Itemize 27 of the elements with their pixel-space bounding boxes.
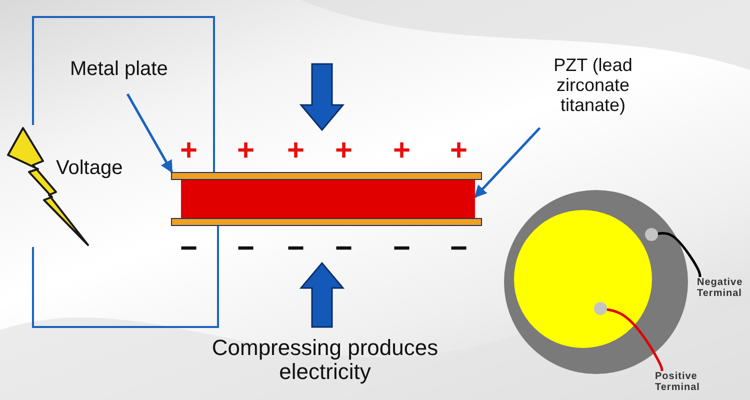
plus-sign: + — [237, 134, 255, 167]
lead-wire — [606, 308, 664, 372]
callout-text: PZT (lead zirconate titanate) — [523, 56, 663, 122]
leader-arrow — [126, 93, 174, 174]
minus-sign: − — [180, 232, 198, 265]
plus-sign: + — [287, 134, 305, 167]
callout-text: Positive Terminal — [655, 371, 705, 397]
metal-plate — [171, 218, 482, 226]
minus-sign: − — [393, 232, 411, 265]
minus-sign: − — [287, 232, 305, 265]
pzt-layer — [181, 180, 475, 218]
plus-sign: + — [393, 134, 411, 167]
plus-sign: + — [450, 134, 468, 167]
callout-text: Metal plate — [70, 58, 185, 88]
voltage-label: Voltage — [56, 157, 123, 179]
minus-sign: − — [335, 232, 353, 265]
circuit-wire — [32, 16, 215, 172]
minus-sign: − — [450, 232, 468, 265]
circuit-wire — [32, 226, 219, 328]
caption-text: Compressing produces electricity — [210, 336, 440, 384]
metal-plate — [171, 172, 482, 180]
minus-sign: − — [237, 232, 255, 265]
lead-wire — [658, 232, 702, 278]
plus-sign: + — [335, 134, 353, 167]
plus-sign: + — [180, 134, 198, 167]
callout-text: Negative Terminal — [697, 277, 749, 303]
leader-arrow — [474, 127, 541, 198]
